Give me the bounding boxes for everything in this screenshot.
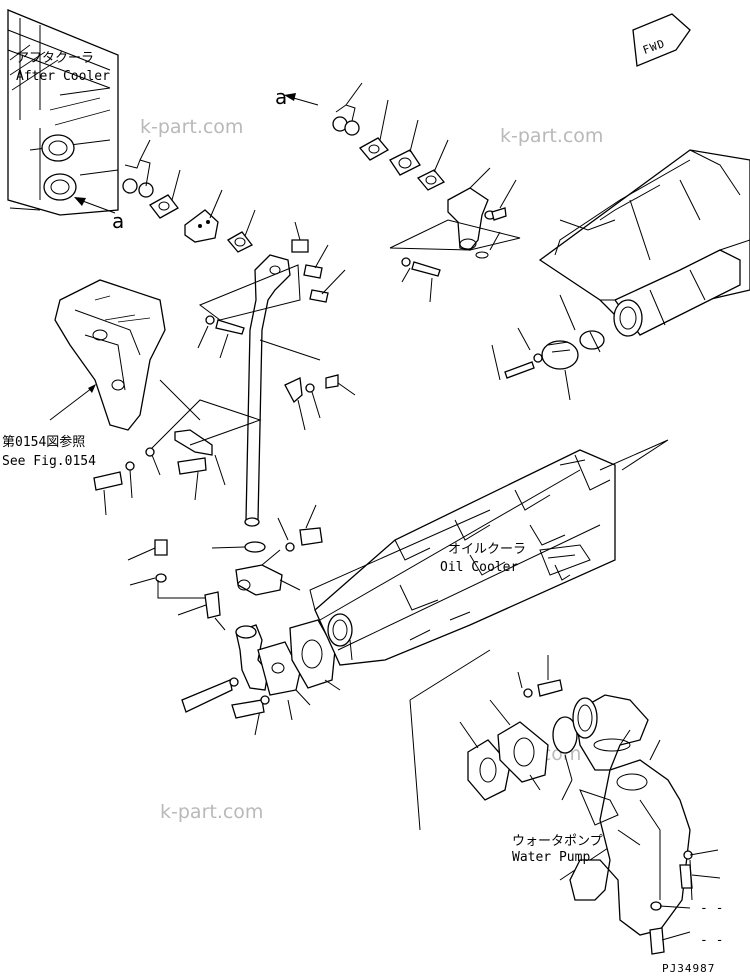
water-pump-gaskets	[459, 699, 578, 801]
water-pump-bolts	[517, 655, 721, 955]
watermark-1: k-part.com	[140, 116, 243, 138]
ref-a-top-arrowhead	[284, 93, 296, 101]
water-pump-label-jp: ウォータポンプ	[512, 834, 603, 849]
mounting-bracket	[54, 279, 201, 431]
oil-cooler-label-en: Oil Cooler	[440, 560, 518, 575]
dash-marker-1: - -	[700, 901, 723, 916]
pipe-bolts	[197, 221, 346, 359]
pipe-clamp	[284, 374, 356, 431]
water-pump-label-en: Water Pump	[512, 850, 590, 865]
dash-marker-2: - -	[700, 933, 723, 948]
elbow-fitting-top	[389, 167, 521, 303]
see-fig-arrowhead	[88, 384, 96, 393]
ref-a-left-arrow	[79, 199, 116, 214]
fwd-badge: FWD	[632, 13, 691, 67]
watermark-2: k-part.com	[500, 125, 603, 147]
watermark-4: k-part.com	[160, 801, 263, 823]
ref-a-left-label: a	[112, 209, 124, 233]
turbo-pipe	[613, 249, 741, 337]
oil-pipe	[244, 254, 321, 527]
oil-cooler-elbow	[181, 624, 311, 736]
see-fig-label-jp: 第0154図参照	[2, 434, 85, 450]
after-cooler-label-jp: アフタクーラ	[16, 51, 94, 66]
pipe-bottom-parts	[127, 504, 323, 631]
oil-cooler-gasket	[289, 619, 341, 691]
see-fig-label-en: See Fig.0154	[2, 454, 96, 469]
oil-cooler	[309, 439, 669, 666]
left-seal-chain	[122, 139, 256, 253]
after-cooler-housing	[7, 9, 119, 216]
after-cooler-label-en: After Cooler	[16, 69, 110, 84]
see-fig-leader	[49, 387, 93, 421]
ref-a-top-label: a	[275, 85, 287, 109]
oil-cooler-label-jp: オイルクーラ	[448, 542, 526, 557]
top-seal-chain	[332, 82, 449, 191]
water-pump	[561, 694, 691, 936]
part-code: PJ34987	[662, 962, 715, 975]
lower-bracket	[93, 399, 262, 516]
ref-a-left-arrowhead	[74, 197, 86, 206]
end-cap	[491, 294, 605, 401]
